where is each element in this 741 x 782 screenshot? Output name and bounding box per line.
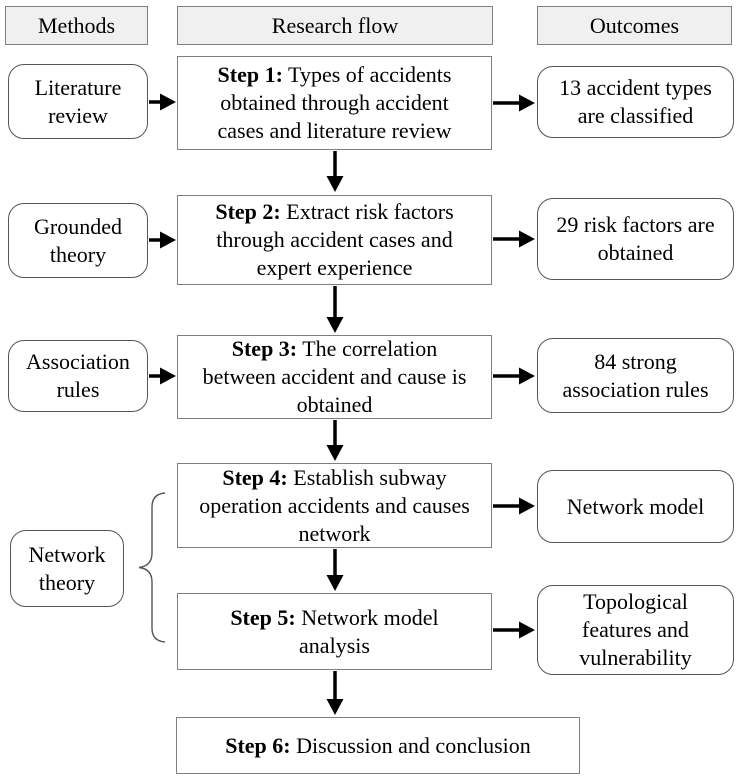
outcome-box-topological-features: Topological features and vulnerability	[537, 585, 734, 675]
arrow-step1-to-outcome1	[493, 94, 535, 112]
arrow-step4-to-step5	[326, 549, 344, 591]
outcome-box-accident-types: 13 accident types are classified	[537, 66, 734, 138]
arrow-literature-review-to-step1	[149, 93, 176, 111]
arrow-step5-to-step6	[326, 671, 344, 715]
column-header-research-flow: Research flow	[177, 6, 493, 45]
arrow-association-rules-to-step3	[149, 367, 176, 385]
step-2-label: Step 2: Extract risk factors through acc…	[215, 199, 454, 280]
method-box-network-theory: Network theory	[10, 530, 124, 607]
method-box-association-rules: Association rules	[8, 340, 148, 412]
arrow-step2-to-outcome2	[493, 230, 535, 248]
step-box-1: Step 1: Types of accidents obtained thro…	[177, 56, 492, 150]
step-6-label: Step 6: Discussion and conclusion	[225, 732, 531, 758]
step-box-2: Step 2: Extract risk factors through acc…	[177, 195, 492, 285]
network-theory-brace	[138, 492, 166, 643]
step-box-5: Step 5: Network model analysis	[177, 593, 492, 670]
outcome-box-risk-factors: 29 risk factors are obtained	[537, 198, 734, 280]
column-header-methods: Methods	[5, 6, 148, 45]
arrow-step3-to-step4	[326, 420, 344, 461]
method-box-literature-review: Literature review	[8, 64, 148, 139]
arrow-step3-to-outcome3	[493, 367, 535, 385]
outcome-box-network-model: Network model	[537, 470, 734, 543]
step-box-6: Step 6: Discussion and conclusion	[176, 717, 580, 774]
arrow-step5-to-outcome5	[493, 621, 535, 639]
step-3-label: Step 3: The correlation between accident…	[202, 336, 467, 417]
step-5-label: Step 5: Network model analysis	[230, 604, 439, 658]
arrow-step2-to-step3	[326, 286, 344, 333]
step-box-4: Step 4: Establish subway operation accid…	[177, 463, 492, 548]
arrow-grounded-theory-to-step2	[149, 231, 176, 249]
outcome-box-association-rules: 84 strong association rules	[537, 338, 734, 413]
arrow-step1-to-step2	[326, 151, 344, 192]
column-header-outcomes: Outcomes	[537, 6, 732, 45]
arrow-step4-to-outcome4	[493, 497, 535, 515]
step-box-3: Step 3: The correlation between accident…	[177, 335, 492, 419]
method-box-grounded-theory: Grounded theory	[8, 203, 148, 278]
step-1-label: Step 1: Types of accidents obtained thro…	[217, 62, 452, 143]
step-4-label: Step 4: Establish subway operation accid…	[199, 464, 470, 546]
